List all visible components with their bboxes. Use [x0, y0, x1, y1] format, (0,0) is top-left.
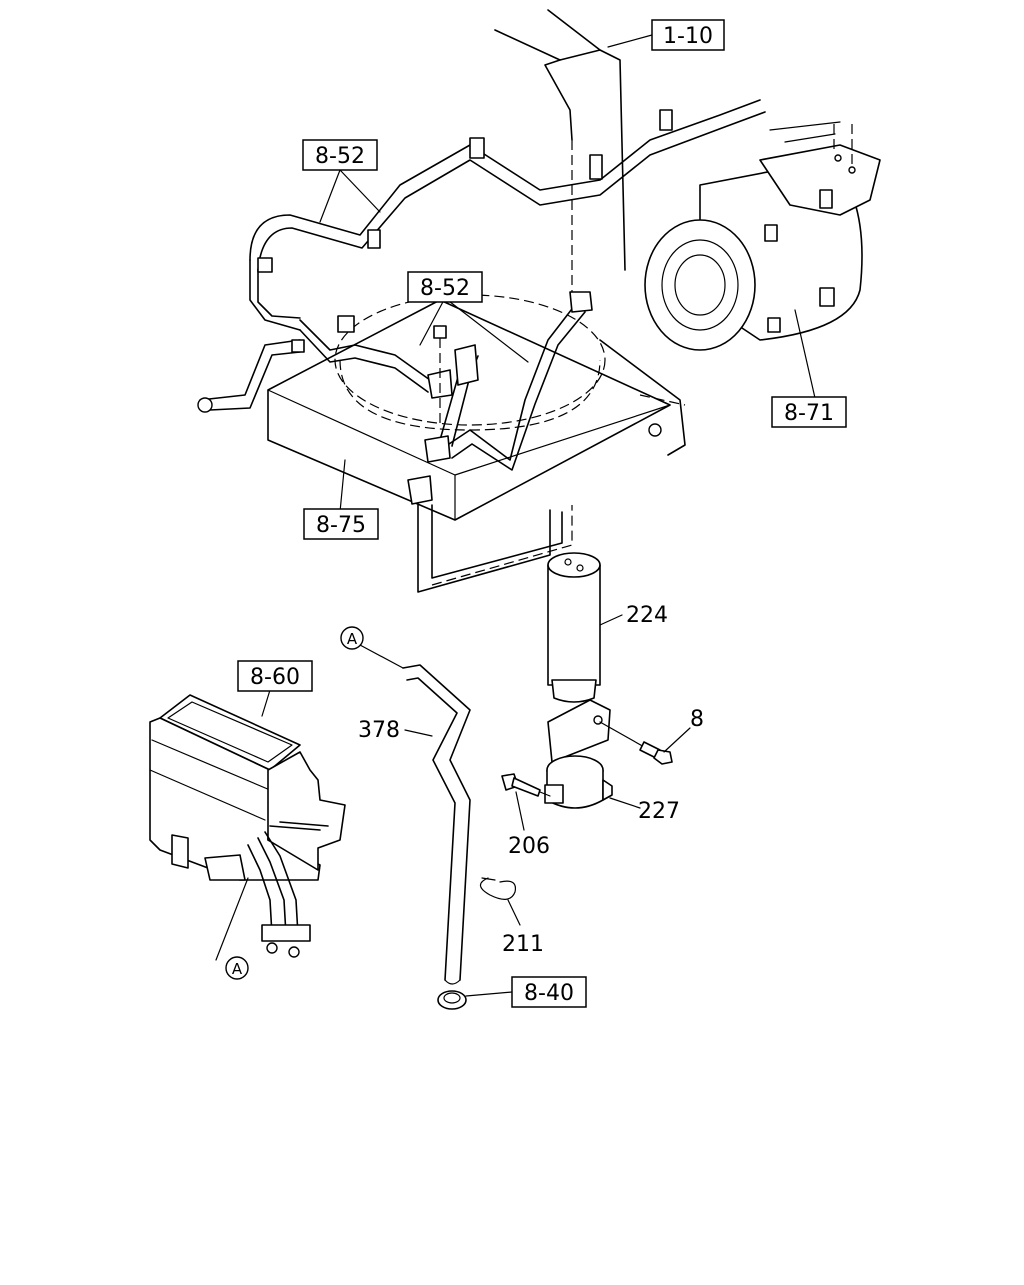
callout-8-52-mid-label: 8-52: [420, 276, 470, 301]
compressor: [644, 121, 881, 399]
part-378-label: 378: [358, 718, 400, 743]
engine-block: [494, 9, 653, 300]
dryer-pipe: [417, 504, 573, 593]
evaporator-unit: [149, 689, 346, 961]
callout-1-10-label: 1-10: [663, 24, 713, 49]
bolt-206: [501, 773, 551, 831]
marker-a-bottom: A: [225, 956, 249, 980]
part-211-label: 211: [502, 932, 544, 957]
callout-8-40: 8-40: [511, 976, 587, 1008]
dryer-bracket: [544, 699, 641, 809]
part-206-label: 206: [508, 834, 550, 859]
part-224-label: 224: [626, 603, 668, 628]
part-8-label: 8: [690, 707, 704, 732]
callout-1-10: 1-10: [651, 19, 725, 51]
callout-8-75: 8-75: [303, 508, 379, 540]
grommet: [437, 990, 513, 1010]
callout-8-52-top: 8-52: [302, 139, 378, 171]
callout-8-75-label: 8-75: [316, 513, 366, 538]
callout-8-52-mid: 8-52: [407, 271, 483, 303]
ac-hoses: [197, 99, 766, 505]
marker-a-bottom-label: A: [232, 960, 243, 978]
condenser: [267, 294, 686, 521]
callout-8-40-label: 8-40: [524, 981, 574, 1006]
callout-8-60: 8-60: [237, 660, 313, 692]
part-227-label: 227: [638, 799, 680, 824]
callout-8-71-label: 8-71: [784, 401, 834, 426]
callout-8-71: 8-71: [771, 396, 847, 428]
hose-clip: [479, 877, 521, 926]
callout-8-60-label: 8-60: [250, 665, 300, 690]
drain-hose: [359, 644, 471, 985]
marker-a-top-label: A: [347, 630, 358, 648]
bolt-8: [599, 721, 691, 765]
receiver-dryer: [547, 552, 623, 703]
callout-8-52-top-label: 8-52: [315, 144, 365, 169]
marker-a-top: A: [340, 626, 364, 650]
